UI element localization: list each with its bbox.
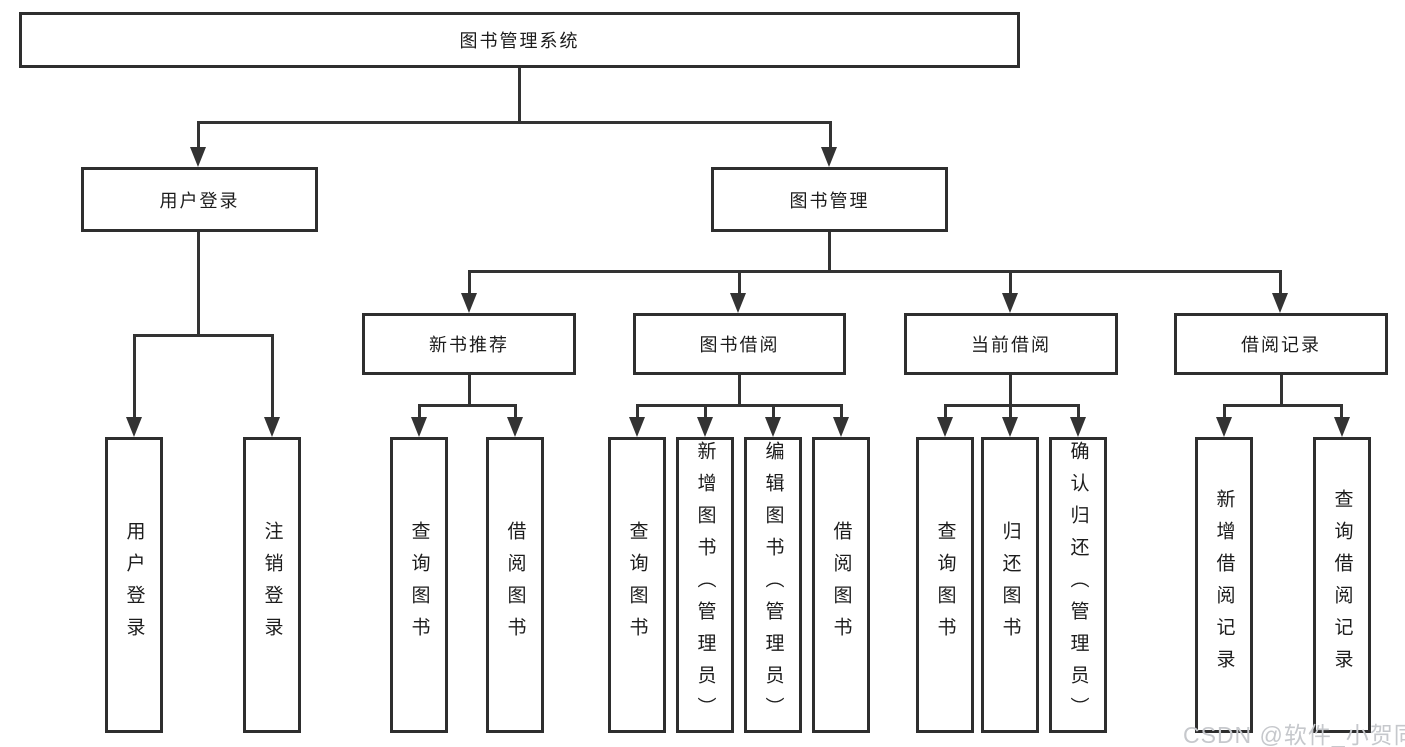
leaf-logout: 注销登录 [243,437,301,733]
arrow-down-icon [1272,293,1288,313]
leaf-query-books-borrow: 查询图书 [608,437,666,733]
connector-drop-leaf [514,404,517,419]
connector-borrow-records-trunk [1280,375,1283,406]
connector-drop-leaf [944,404,947,419]
node-user-login: 用户登录 [81,167,318,232]
arrow-down-icon [697,417,713,437]
arrow-down-icon [190,147,206,167]
leaf-borrow-books-recommend: 借阅图书 [486,437,544,733]
arrow-down-icon [264,417,280,437]
leaf-label: 查询图书 [408,521,430,649]
arrow-down-icon [821,147,837,167]
connector-root-trunk [518,66,521,124]
leaf-label: 借阅图书 [504,521,526,649]
connector-drop-leaf [636,404,639,419]
connector-drop-level3 [1279,270,1282,295]
connector-user-login-trunk [197,232,200,336]
connector-drop-book-management [829,121,832,149]
leaf-label: 确认归还（管理员） [1067,441,1089,729]
connector-drop-leaf [1340,404,1343,419]
connector-drop-leaf [1009,404,1012,419]
connector-book-management-trunk [828,232,831,272]
node-new-book-recommend: 新书推荐 [362,313,576,375]
leaf-label: 新增借阅记录 [1213,489,1235,681]
connector-drop-leaf [840,404,843,419]
connector-drop-leaf [704,404,707,419]
connector-current-borrow-trunk [1009,375,1012,406]
arrow-down-icon [1070,417,1086,437]
connector-drop-leaf [1223,404,1226,419]
node-root-system: 图书管理系统 [19,12,1020,68]
arrow-down-icon [1334,417,1350,437]
arrow-down-icon [833,417,849,437]
connector-new-book-bus [418,404,517,407]
leaf-label: 借阅图书 [830,521,852,649]
leaf-add-books-admin: 新增图书（管理员） [676,437,734,733]
leaf-label: 查询图书 [934,521,956,649]
connector-new-book-trunk [468,375,471,406]
arrow-down-icon [1002,417,1018,437]
leaf-label: 用户登录 [123,521,145,649]
connector-drop-level3 [468,270,471,295]
arrow-down-icon [126,417,142,437]
leaf-query-borrow-record: 查询借阅记录 [1313,437,1371,733]
arrow-down-icon [411,417,427,437]
connector-borrow-records-bus [1223,404,1343,407]
leaf-label: 查询借阅记录 [1331,489,1353,681]
node-current-borrow: 当前借阅 [904,313,1118,375]
arrow-down-icon [937,417,953,437]
arrow-down-icon [730,293,746,313]
watermark: CSDN @软件_小贺同学 [1183,722,1405,747]
leaf-borrow-books: 借阅图书 [812,437,870,733]
connector-current-borrow-bus [944,404,1080,407]
connector-drop-leaf [772,404,775,419]
leaf-user-login: 用户登录 [105,437,163,733]
connector-drop-leaf [1077,404,1080,419]
leaf-label: 注销登录 [261,521,283,649]
connector-drop-level3 [1009,270,1012,295]
connector-level2-bus [197,121,832,124]
arrow-down-icon [1002,293,1018,313]
leaf-return-books: 归还图书 [981,437,1039,733]
connector-book-borrow-bus [636,404,843,407]
node-book-borrow: 图书借阅 [633,313,846,375]
connector-drop-user-login [197,121,200,149]
connector-drop-leaf [133,334,136,419]
arrow-down-icon [507,417,523,437]
connector-drop-leaf [271,334,274,419]
connector-drop-level3 [738,270,741,295]
connector-level3-bus [468,270,1282,273]
leaf-confirm-return-admin: 确认归还（管理员） [1049,437,1107,733]
leaf-add-borrow-record: 新增借阅记录 [1195,437,1253,733]
arrow-down-icon [629,417,645,437]
leaf-query-books-recommend: 查询图书 [390,437,448,733]
arrow-down-icon [461,293,477,313]
leaf-label: 查询图书 [626,521,648,649]
node-book-management: 图书管理 [711,167,948,232]
leaf-label: 归还图书 [999,521,1021,649]
connector-user-login-bus [133,334,274,337]
leaf-label: 新增图书（管理员） [694,441,716,729]
arrow-down-icon [1216,417,1232,437]
node-borrow-records: 借阅记录 [1174,313,1388,375]
leaf-query-books-current: 查询图书 [916,437,974,733]
leaf-edit-books-admin: 编辑图书（管理员） [744,437,802,733]
connector-book-borrow-trunk [738,375,741,406]
leaf-label: 编辑图书（管理员） [762,441,784,729]
arrow-down-icon [765,417,781,437]
connector-drop-leaf [418,404,421,419]
